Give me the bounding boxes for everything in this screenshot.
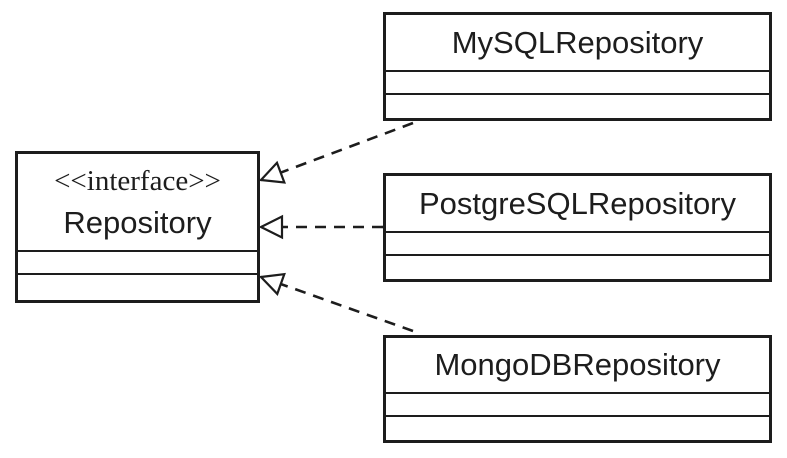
class-name-mysqlrepository: MySQLRepository [451,24,704,60]
class-name-mongodbrepository: MongoDBRepository [434,347,721,382]
class-attributes-compartment [386,392,769,415]
interface-stereotype: <<interface>> [54,165,221,197]
class-box-mysqlrepository: MySQLRepository [383,12,772,121]
interface-title: <<interface>> Repository [18,154,257,250]
class-box-postgresqlrepository: PostgreSQLRepository [383,173,772,282]
interface-box-repository: <<interface>> Repository [15,151,260,303]
realization-edge-mysql-to-repository [258,121,414,184]
class-name-postgresqlrepository: PostgreSQLRepository [418,185,737,221]
class-title: MongoDBRepository [386,338,769,392]
realization-edge-mongodb-to-repository [258,272,414,333]
class-attributes-compartment [386,70,769,93]
class-attributes-compartment [386,231,769,254]
interface-operations-compartment [18,273,257,300]
class-title: MySQLRepository [386,15,769,70]
class-title: PostgreSQLRepository [386,176,769,231]
class-operations-compartment [386,93,769,118]
class-operations-compartment [386,415,769,440]
interface-attributes-compartment [18,250,257,273]
interface-name: Repository [63,205,212,240]
class-operations-compartment [386,254,769,279]
class-box-mongodbrepository: MongoDBRepository [383,335,772,443]
